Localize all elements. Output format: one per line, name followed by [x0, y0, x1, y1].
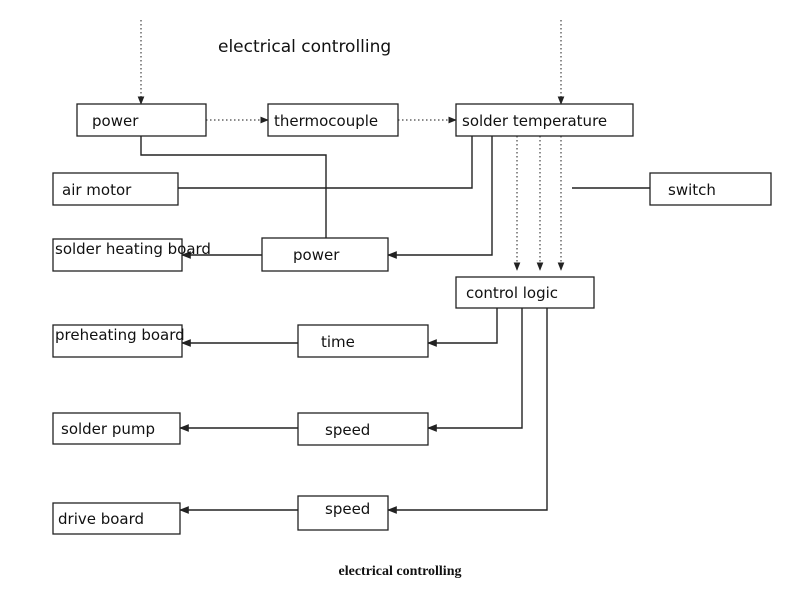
block-label: control logic — [466, 284, 558, 302]
block-solder-heating-board: solder heating board — [52, 238, 211, 272]
link-temperature-air-motor — [178, 136, 473, 189]
link-power-top-to-power-mid — [140, 136, 327, 238]
block-power-mid: power — [261, 237, 389, 272]
block-label: solder heating board — [55, 240, 211, 258]
block-label: switch — [668, 181, 716, 199]
connectors — [137, 20, 650, 514]
block-label: solder pump — [61, 420, 155, 438]
block-solder-temperature: solder temperature — [455, 103, 634, 137]
block-preheating-board: preheating board — [52, 324, 185, 358]
link-temperature-power-mid — [387, 136, 493, 259]
block-thermocouple: thermocouple — [267, 103, 399, 137]
block-label: thermocouple — [274, 112, 378, 130]
block-label: power — [92, 112, 139, 130]
link-logic-speed-lower — [387, 308, 548, 514]
block-solder-pump: solder pump — [52, 412, 181, 445]
block-label: solder temperature — [462, 112, 607, 130]
link-logic-speed-upper — [427, 308, 523, 432]
figure-caption: electrical controlling — [338, 564, 462, 579]
block-label: drive board — [58, 510, 144, 528]
block-label: preheating board — [55, 326, 185, 344]
block-switch: switch — [649, 172, 772, 206]
block-label: time — [321, 333, 355, 351]
block-label: speed — [325, 421, 370, 439]
block-power-top: power — [76, 103, 207, 137]
block-label: speed — [325, 500, 370, 518]
block-speed-lower: speed — [297, 495, 389, 531]
block-drive-board: drive board — [52, 502, 181, 535]
block-label: power — [293, 246, 340, 264]
block-label: air motor — [62, 181, 132, 199]
diagram-top-title: electrical controlling — [218, 37, 391, 57]
link-logic-time — [427, 308, 498, 347]
block-time: time — [297, 324, 429, 358]
block-speed-upper: speed — [297, 412, 429, 446]
block-control-logic: control logic — [455, 276, 595, 309]
block-air-motor: air motor — [52, 172, 179, 206]
